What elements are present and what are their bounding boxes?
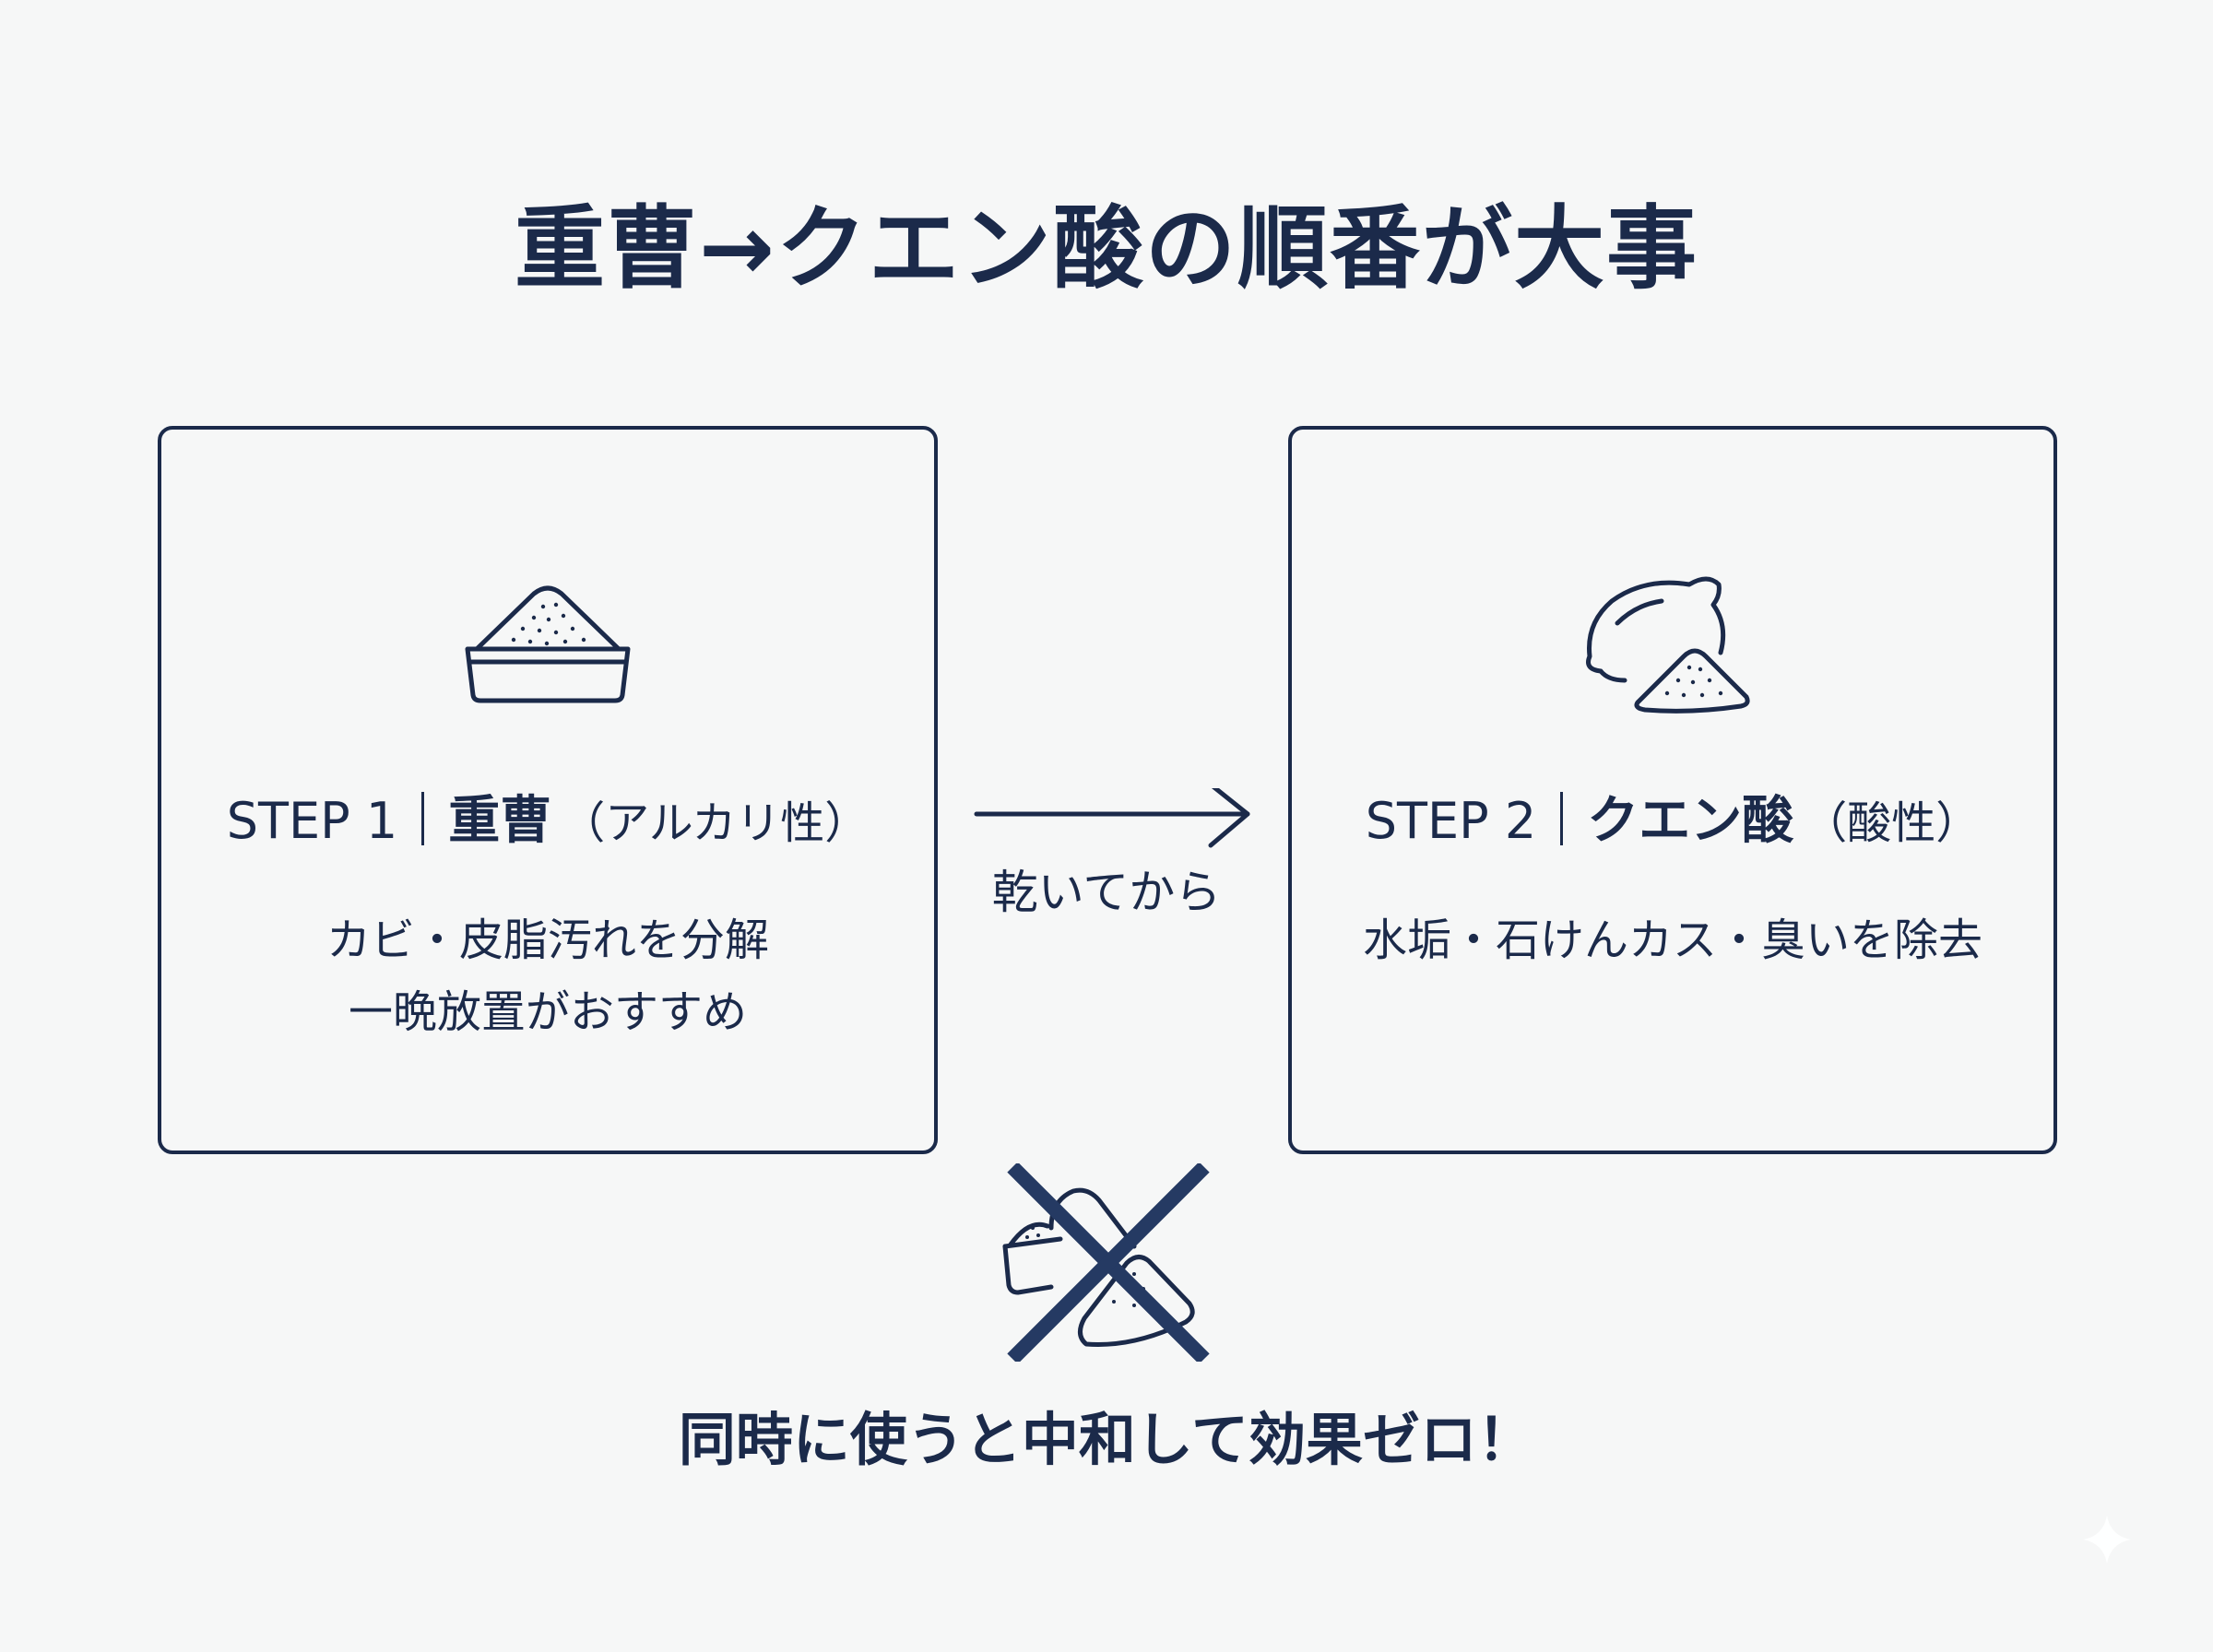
step2-separator (1560, 792, 1564, 845)
step2-property: （酸性） (1803, 797, 1981, 849)
sparkle-icon (2083, 1516, 2131, 1564)
page-title: 重曹→クエン酸の順番が大事 (514, 196, 1699, 301)
step2-card: STEP 2 クエン酸（酸性） 水垢・石けんカス・臭いを除去 (1288, 426, 2057, 1154)
step2-desc-line: 水垢・石けんカス・臭いを除去 (1362, 914, 1982, 966)
step1-name: 重曹 (448, 791, 552, 851)
step1-separator (421, 792, 425, 845)
step1-icon-wrap (161, 577, 934, 715)
step2-heading: STEP 2 クエン酸（酸性） (1292, 789, 2053, 856)
no-mix-cross-icon (1002, 1163, 1210, 1362)
step2-description: 水垢・石けんカス・臭いを除去 (1292, 904, 2053, 976)
arrow-label: 乾いてから (991, 866, 1222, 919)
step1-property: （アルカリ性） (561, 797, 870, 849)
warning-text: 同時に使うと中和して効果ゼロ！ (678, 1406, 1535, 1473)
step1-desc-line: 一晩放置がおすすめ (348, 986, 747, 1038)
step1-label: STEP 1 (226, 792, 398, 850)
baking-soda-bowl-icon (465, 585, 631, 703)
arrow-right-icon (974, 788, 1250, 848)
step2-label: STEP 2 (1365, 792, 1537, 850)
step2-icon-wrap (1292, 568, 2053, 725)
step1-card: STEP 1 重曹（アルカリ性） カビ・皮脂汚れを分解 一晩放置がおすすめ (158, 426, 938, 1154)
step1-description: カビ・皮脂汚れを分解 一晩放置がおすすめ (161, 904, 934, 1048)
step1-desc-line: カビ・皮脂汚れを分解 (325, 914, 769, 966)
step1-heading: STEP 1 重曹（アルカリ性） (161, 789, 934, 856)
step2-name: クエン酸 (1587, 791, 1794, 851)
lemon-powder-icon (1586, 576, 1750, 714)
